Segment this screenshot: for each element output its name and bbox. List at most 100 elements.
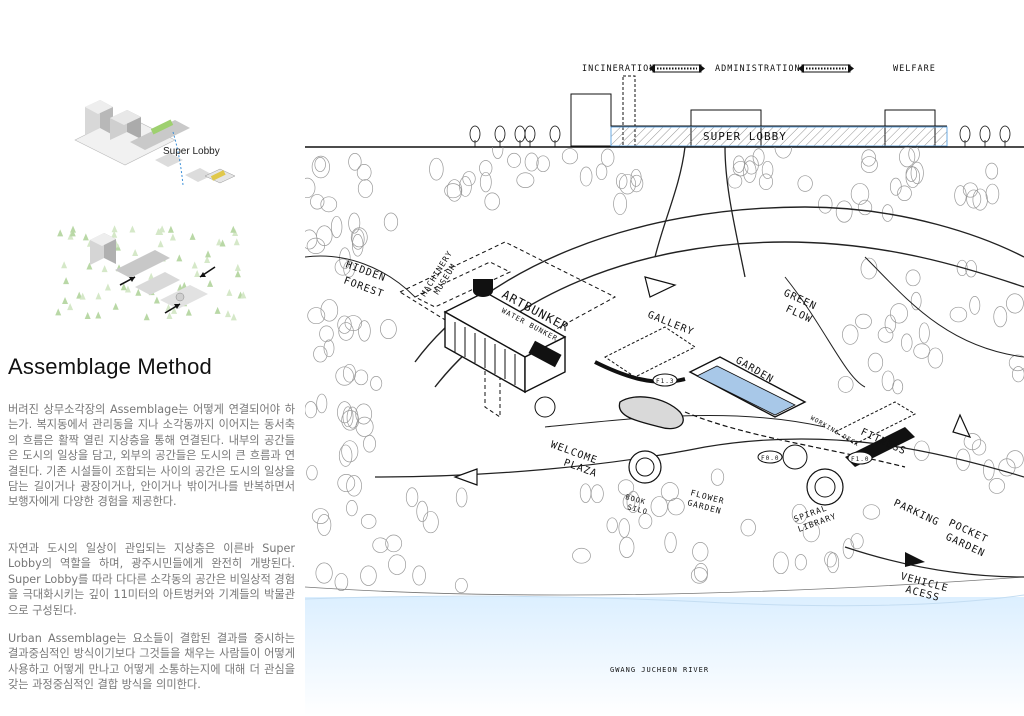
tree-icon [959, 125, 971, 147]
tree-icon [794, 554, 807, 571]
tree-icon [337, 315, 352, 334]
tree-icon [955, 448, 971, 471]
tree-icon [842, 538, 855, 559]
tree-icon [983, 459, 995, 481]
tree-icon [857, 199, 873, 216]
tree-icon [561, 148, 579, 165]
tree-icon [618, 173, 636, 195]
tree-icon [993, 306, 1008, 328]
tree-icon [111, 230, 118, 238]
tree-icon [132, 248, 139, 256]
tree-icon [949, 306, 968, 323]
tree-icon [860, 156, 878, 173]
tree-icon [86, 262, 93, 270]
tree-icon [337, 474, 356, 493]
tree-icon [772, 551, 789, 575]
tree-icon [824, 551, 837, 568]
tree-icon [233, 238, 240, 246]
tree-icon [166, 311, 173, 319]
tree-icon [313, 345, 328, 363]
tree-icon [416, 500, 429, 523]
tree-icon [61, 261, 68, 269]
tree-icon [360, 514, 377, 529]
tree-icon [230, 225, 237, 233]
tree-icon [319, 325, 334, 343]
tree-icon [524, 125, 536, 147]
tree-icon [979, 125, 991, 147]
tree-icon [194, 270, 201, 278]
tree-icon [316, 225, 333, 247]
tree-icon [862, 504, 881, 520]
method-paragraph-3: Urban Assemblage는 요소들이 결합된 결과를 중시하는 결과중심… [8, 632, 295, 692]
tree-icon [791, 503, 808, 524]
tree-icon [579, 483, 592, 503]
floor-tag-f1-3: F1.3 [652, 373, 678, 387]
tree-icon [516, 172, 535, 188]
method-paragraph-1: 버려진 상무소각장의 Assemblage는 어떻게 연결되어야 하는가. 복지… [8, 403, 295, 509]
garden-strip [688, 356, 807, 418]
tree-icon [214, 306, 221, 314]
tree-icon [650, 496, 668, 517]
tree-icon [972, 188, 988, 211]
tree-icon [752, 148, 765, 166]
tree-icon [664, 531, 677, 553]
tree-icon [224, 310, 231, 318]
tree-icon [207, 279, 214, 287]
tree-icon [320, 299, 339, 322]
tree-icon [205, 250, 212, 258]
tree-icon [479, 160, 493, 177]
tree-icon [899, 147, 916, 168]
tree-icon [1008, 354, 1024, 372]
tree-icon [660, 482, 679, 502]
tree-icon [240, 291, 247, 299]
tree-icon [357, 179, 374, 198]
tree-icon [334, 573, 349, 592]
tree-icon [351, 228, 365, 250]
tree-icon [956, 259, 968, 277]
tree-icon [758, 173, 773, 190]
tree-icon [177, 283, 184, 291]
tree-icon [63, 277, 70, 285]
tree-icon [1012, 366, 1024, 383]
tree-icon [306, 237, 326, 254]
tree-icon [892, 379, 904, 395]
tree-icon [422, 511, 439, 534]
tree-icon [167, 225, 174, 233]
tree-icon [311, 155, 330, 179]
tree-icon [79, 292, 86, 300]
administration-label: ADMINISTRATION [715, 64, 801, 74]
tree-icon [385, 534, 403, 553]
tree-icon [484, 192, 500, 211]
tree-icon [600, 148, 615, 167]
isometric-diagram-super-lobby: Super Lobby [74, 100, 236, 186]
tree-icon [230, 313, 237, 321]
tree-icon [927, 347, 944, 369]
tree-icon [913, 343, 931, 359]
tree-icon [354, 369, 369, 386]
tree-icon [692, 541, 709, 562]
tree-icon [971, 439, 987, 456]
tree-icon [315, 562, 333, 584]
tree-icon [355, 403, 373, 425]
tree-icon [626, 490, 640, 514]
tree-icon [842, 324, 859, 345]
double-arrow-icon [798, 64, 854, 73]
tree-icon [337, 401, 353, 424]
tree-icon [629, 174, 644, 193]
tree-icon [740, 518, 756, 537]
tree-icon [360, 565, 377, 586]
method-paragraph-2: 자연과 도시의 일상이 관입되는 지상층은 이른바 Super Lobby의 역… [8, 542, 295, 617]
tree-icon [918, 322, 930, 344]
tree-icon [454, 577, 468, 594]
tree-icon [316, 393, 328, 414]
tree-icon [742, 160, 757, 183]
tree-icon [335, 366, 354, 386]
tree-icon [507, 152, 521, 168]
tree-icon [346, 406, 359, 429]
tree-icon [226, 288, 233, 296]
tree-icon [818, 194, 833, 214]
tree-icon [613, 192, 627, 216]
tree-icon [143, 313, 150, 321]
right-column: INCINERATION ADMINISTRATION WELFARE SU [305, 52, 1024, 716]
tree-icon [590, 484, 604, 504]
